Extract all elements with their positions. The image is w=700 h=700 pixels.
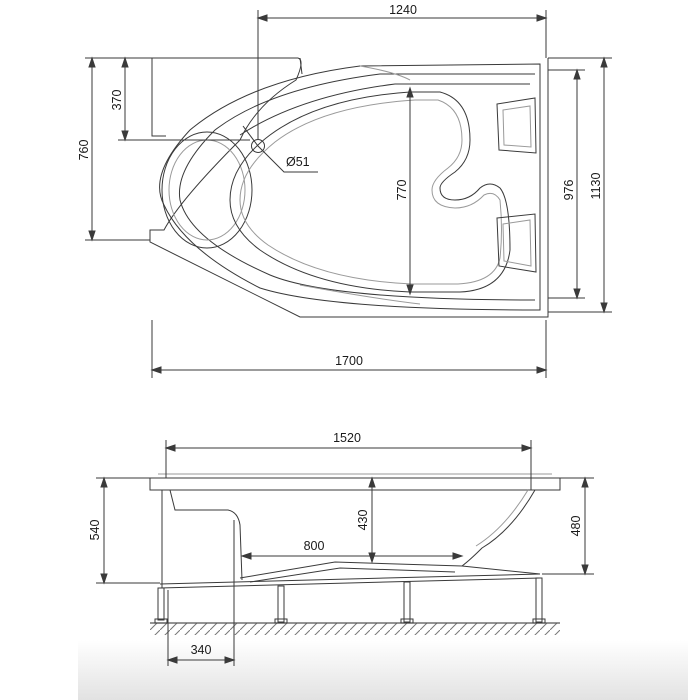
dim-770: 770 (395, 180, 409, 201)
dim-drain-diameter: Ø51 (286, 155, 310, 169)
heart-basin-inner (239, 99, 502, 285)
dim-1130: 1130 (589, 173, 603, 200)
side-tub-bottom (239, 561, 541, 579)
leg-2 (277, 585, 285, 623)
foot-4 (532, 618, 546, 624)
rim-groove-top (359, 65, 411, 81)
foot-1 (154, 618, 168, 624)
leg-3 (403, 581, 411, 623)
oval-seat (161, 131, 253, 249)
dim-760: 760 (77, 140, 91, 161)
rim-top-notch (299, 57, 303, 75)
shell-inner (178, 73, 536, 301)
side-backrest-slope-inner (475, 489, 529, 547)
headrest-lower-inner (502, 219, 532, 267)
foot-3 (400, 618, 414, 624)
floor-strip (150, 623, 560, 635)
dim-976: 976 (562, 180, 576, 201)
rim-groove-bottom (299, 284, 421, 305)
top-view (149, 57, 549, 318)
oval-seat-inner (168, 139, 246, 241)
dim-540: 540 (88, 520, 102, 541)
frame-rail (159, 573, 541, 585)
heart-basin (229, 91, 511, 293)
side-rim (149, 477, 561, 491)
dim-480: 480 (569, 516, 583, 537)
side-backrest-slope (461, 489, 536, 567)
shell-inner-2 (239, 83, 530, 136)
dim-430: 430 (356, 510, 370, 531)
side-seat (169, 489, 243, 581)
tub-rim-outline (149, 57, 549, 318)
floor-shadow (78, 640, 688, 700)
frame-rail-lower (159, 577, 541, 589)
dim-340: 340 (191, 643, 212, 657)
side-view-dimensions (96, 440, 594, 666)
rim-left-edge (151, 58, 166, 137)
headrest-upper (496, 97, 537, 154)
dim-1240: 1240 (389, 3, 417, 17)
headrest-upper-inner (502, 105, 532, 148)
side-view (149, 473, 561, 624)
dim-1520: 1520 (333, 431, 361, 445)
top-view-dimensions (85, 10, 612, 378)
foot-2 (274, 618, 288, 624)
side-tub-bottom-2 (249, 567, 456, 583)
leg-1 (157, 587, 165, 621)
dim-800: 800 (304, 539, 325, 553)
dim-370: 370 (110, 90, 124, 111)
dim-1700: 1700 (335, 354, 363, 368)
headrest-lower (496, 213, 537, 273)
shell-outer (159, 63, 541, 311)
drain-leader (242, 125, 318, 173)
leg-4 (535, 577, 543, 623)
